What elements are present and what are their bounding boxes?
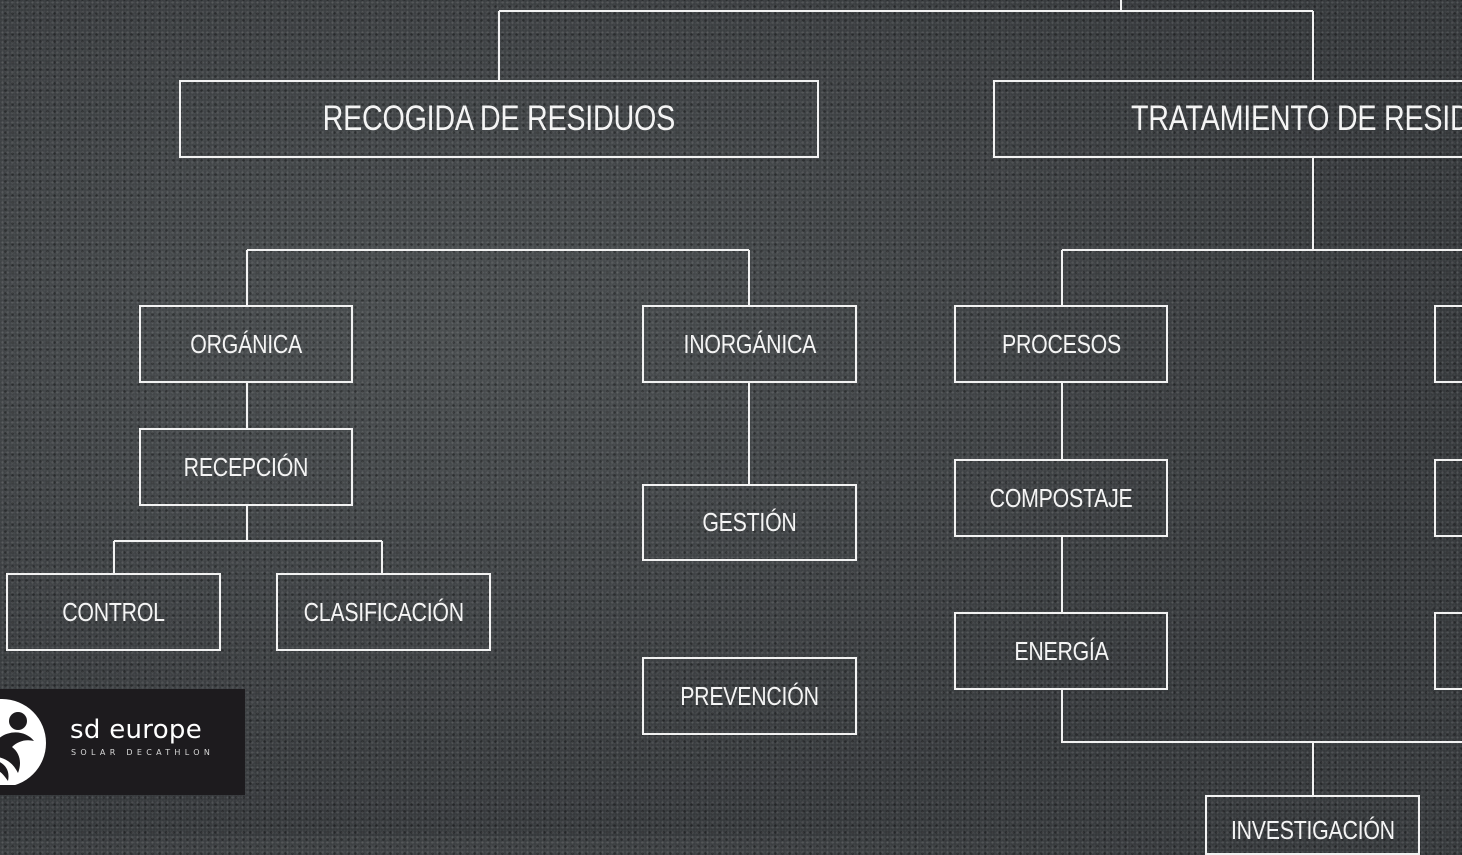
node-investigacion: INVESTIGACIÓN	[1205, 795, 1420, 855]
node-partial-right-1	[1434, 305, 1462, 383]
node-partial-right-3	[1434, 612, 1462, 690]
node-label: INVESTIGACIÓN	[1230, 815, 1395, 845]
node-label: TRATAMIENTO DE RESIDU	[1131, 99, 1462, 138]
connector-lines	[113, 0, 1462, 795]
node-organica: ORGÁNICA	[139, 305, 353, 383]
tratamiento-branch-connector	[1061, 157, 1462, 305]
node-label: RECOGIDA DE RESIDUOS	[322, 99, 676, 138]
node-control: CONTROL	[6, 573, 221, 651]
node-label: PREVENCIÓN	[680, 680, 819, 711]
node-inorganica: INORGÁNICA	[642, 305, 857, 383]
solar-decathlon-figure-icon	[0, 699, 46, 785]
node-recogida-de-residuos: RECOGIDA DE RESIDUOS	[179, 80, 819, 158]
node-label: RECEPCIÓN	[183, 451, 309, 482]
node-label: COMPOSTAJE	[989, 482, 1133, 513]
node-clasificacion: CLASIFICACIÓN	[276, 573, 491, 651]
node-label: GESTIÓN	[702, 507, 797, 537]
node-compostaje: COMPOSTAJE	[954, 459, 1168, 537]
node-energia: ENERGÍA	[954, 612, 1168, 690]
node-recepcion: RECEPCIÓN	[139, 428, 353, 506]
node-tratamiento-de-residuos: TRATAMIENTO DE RESIDU	[993, 80, 1462, 158]
logo-brand-text: sd europe	[70, 715, 203, 745]
node-gestion: GESTIÓN	[642, 484, 857, 561]
node-prevencion: PREVENCIÓN	[642, 657, 857, 735]
node-label: INORGÁNICA	[683, 328, 816, 359]
node-label: PROCESOS	[1001, 328, 1121, 359]
root-connector	[498, 0, 1314, 80]
energia-investigacion-connector	[1061, 689, 1462, 795]
logo-subtitle-text: SOLAR DECATHLON	[71, 748, 215, 757]
node-partial-right-2	[1434, 459, 1462, 537]
recogida-branch-connector	[246, 249, 750, 305]
recepcion-branch-connector	[113, 505, 383, 573]
sd-europe-logo: sd europe SOLAR DECATHLON	[0, 689, 245, 795]
node-label: CONTROL	[62, 596, 165, 627]
node-label: ORGÁNICA	[190, 328, 302, 359]
node-label: ENERGÍA	[1013, 635, 1109, 666]
node-procesos: PROCESOS	[954, 305, 1168, 383]
node-label: CLASIFICACIÓN	[303, 596, 464, 627]
